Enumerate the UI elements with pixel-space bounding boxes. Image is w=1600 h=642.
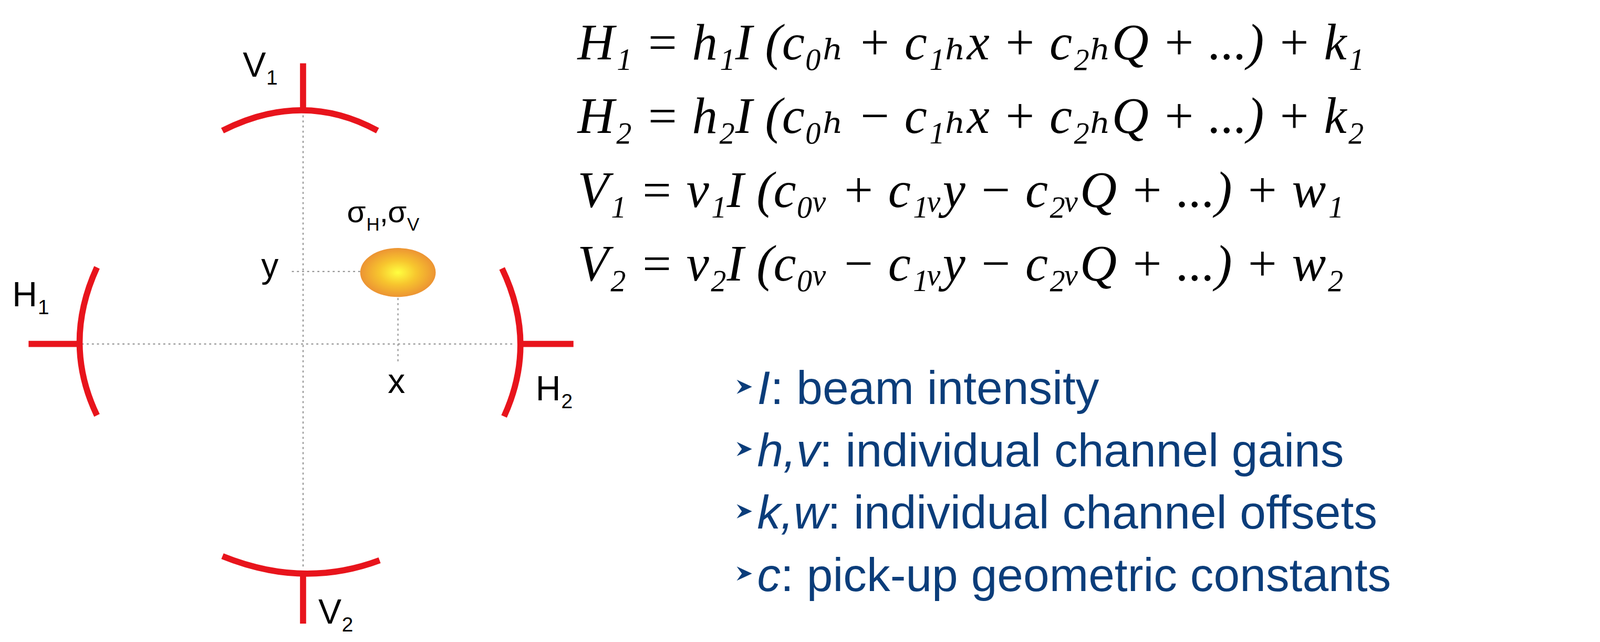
symbol-meaning: : individual channel offsets bbox=[827, 488, 1378, 536]
bullet-markers bbox=[736, 379, 753, 581]
beam-size-index: V bbox=[407, 214, 420, 234]
symbol-meaning: : pick-up geometric constants bbox=[780, 551, 1391, 598]
beam-spot bbox=[360, 247, 436, 297]
electrode-stem bbox=[28, 340, 81, 348]
electrode-h1 bbox=[79, 267, 98, 416]
signal-equation: H₁ = h₁I (c₀ₕ + c₁ₕx + c₂ₕQ + ...) + k₁ bbox=[577, 15, 1365, 67]
symbol-name: I bbox=[756, 364, 771, 411]
electrode-v1 bbox=[222, 110, 378, 131]
electrode-name: H bbox=[535, 370, 561, 405]
electrode-index: 2 bbox=[341, 614, 354, 635]
electrode-stem bbox=[299, 63, 307, 111]
bullet-arrow bbox=[736, 504, 753, 519]
symbol-meaning: : individual channel gains bbox=[819, 426, 1345, 474]
electrode-name: H bbox=[12, 276, 38, 312]
signal-equation: V₁ = v₁I (c₀ᵥ + c₁ᵥy − c₂ᵥQ + ...) + w₁ bbox=[577, 163, 1345, 215]
beam-size-symbol: σ bbox=[387, 196, 407, 227]
bullet-arrow bbox=[736, 379, 753, 394]
beam-size-index: H bbox=[366, 214, 380, 234]
electrodes bbox=[28, 63, 574, 623]
signal-equation: H₂ = h₂I (c₀ₕ − c₁ₕx + c₂ₕQ + ...) + k₂ bbox=[577, 89, 1365, 141]
position-label: x bbox=[387, 363, 405, 399]
symbol-name: c bbox=[756, 551, 781, 598]
electrode-index: 1 bbox=[37, 296, 50, 318]
horizontal-axis bbox=[81, 343, 516, 345]
electrode-stem bbox=[299, 570, 307, 624]
symbol-name: k,w bbox=[756, 488, 828, 536]
symbol-name: h,v bbox=[756, 426, 820, 474]
bullet-arrow bbox=[736, 441, 753, 456]
electrode-index: 1 bbox=[266, 67, 278, 88]
electrode-stem bbox=[519, 340, 574, 348]
electrode-name: V bbox=[318, 594, 342, 629]
electrode-h2 bbox=[502, 268, 521, 417]
separator: , bbox=[379, 196, 389, 227]
vertical-axis bbox=[302, 89, 304, 570]
bullet-arrow bbox=[736, 566, 753, 581]
beam-size-symbol: σ bbox=[346, 196, 366, 227]
guide-lines bbox=[81, 89, 516, 570]
signal-equation: V₂ = v₂I (c₀ᵥ − c₁ᵥy − c₂ᵥQ + ...) + w₂ bbox=[577, 237, 1345, 289]
symbol-meaning: : beam intensity bbox=[770, 364, 1100, 411]
electrode-name: V bbox=[242, 47, 266, 82]
electrode-index: 2 bbox=[560, 390, 573, 412]
position-label: y bbox=[261, 247, 279, 283]
